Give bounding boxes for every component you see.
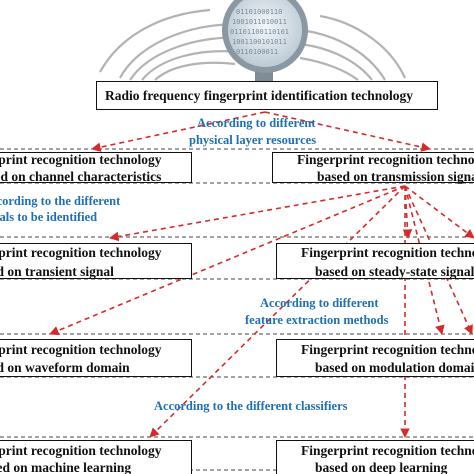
criterion-signals-line1: According to the different (0, 194, 121, 208)
node-line1: Fingerprint recognition technology (0, 443, 162, 458)
node-line2: based on machine learning (0, 460, 132, 474)
svg-text:1001011010011: 1001011010011 (232, 18, 287, 26)
node-line2: based on deep learning (315, 460, 448, 474)
node-line1: Fingerprint recognition technology (301, 342, 474, 357)
arrow-root-to-channel (91, 111, 266, 152)
criterion-physical-layer-line1: According to different (197, 116, 316, 130)
node-line1: Fingerprint recognition technology (297, 152, 474, 167)
node-line2: based on transmission signal (317, 169, 474, 184)
root-node: Radio frequency fingerprint identificati… (96, 81, 438, 110)
node-line1: Fingerprint recognition technology (0, 245, 162, 260)
node-modulation-domain: Fingerprint recognition technology based… (276, 339, 474, 377)
arrow-transmission-to-waveform (49, 185, 406, 336)
criterion-feature-line1: According to different (260, 296, 379, 310)
node-line2: based on channel characteristics (0, 169, 162, 184)
criterion-feature-line2: feature extraction methods (245, 313, 389, 327)
arrow-root-to-transmission (264, 111, 431, 152)
node-machine-learning: Fingerprint recognition technology based… (0, 440, 192, 474)
arrow-transmission-to-steady (402, 185, 413, 239)
criterion-classifiers: According to the different classifiers (154, 399, 348, 413)
arrow-transmission-to-transient (109, 185, 406, 242)
node-line2: based on steady-state signal (315, 264, 474, 279)
node-line1: Fingerprint recognition technology (0, 152, 162, 167)
node-line2: based on transient signal (0, 264, 114, 279)
node-line2: based on waveform domain (0, 360, 130, 375)
node-channel-characteristics: Fingerprint recognition technology based… (0, 152, 192, 184)
magnifier-icon: 01101000110 1001011010011 01101100110101… (222, 0, 308, 91)
svg-text:01101000110: 01101000110 (236, 8, 282, 16)
node-line1: Fingerprint recognition technology (0, 342, 162, 357)
svg-text:01101100110101: 01101100110101 (230, 28, 289, 36)
node-deep-learning: Fingerprint recognition technology based… (276, 440, 474, 474)
arrow-transmission-to-machine (149, 185, 406, 438)
node-waveform-domain: Fingerprint recognition technology based… (0, 339, 192, 377)
node-line1: Fingerprint recognition technology (301, 443, 474, 458)
arrow-transmission-to-far-right-1 (404, 185, 474, 239)
root-label: Radio frequency fingerprint identificati… (105, 88, 413, 103)
node-steady-state-signal: Fingerprint recognition technology based… (276, 243, 474, 279)
node-line2: based on modulation domain (315, 360, 474, 375)
criterion-physical-layer-line2: physical layer resources (189, 133, 317, 147)
criterion-signals-line2: signals to be identified (0, 210, 98, 224)
svg-text:0110100011: 0110100011 (236, 48, 278, 56)
node-line1: Fingerprint recognition technology (301, 245, 474, 260)
node-transmission-signal: Fingerprint recognition technology based… (272, 152, 474, 184)
node-transient-signal: Fingerprint recognition technology based… (0, 243, 192, 279)
svg-text:1001100101011: 1001100101011 (232, 38, 287, 46)
